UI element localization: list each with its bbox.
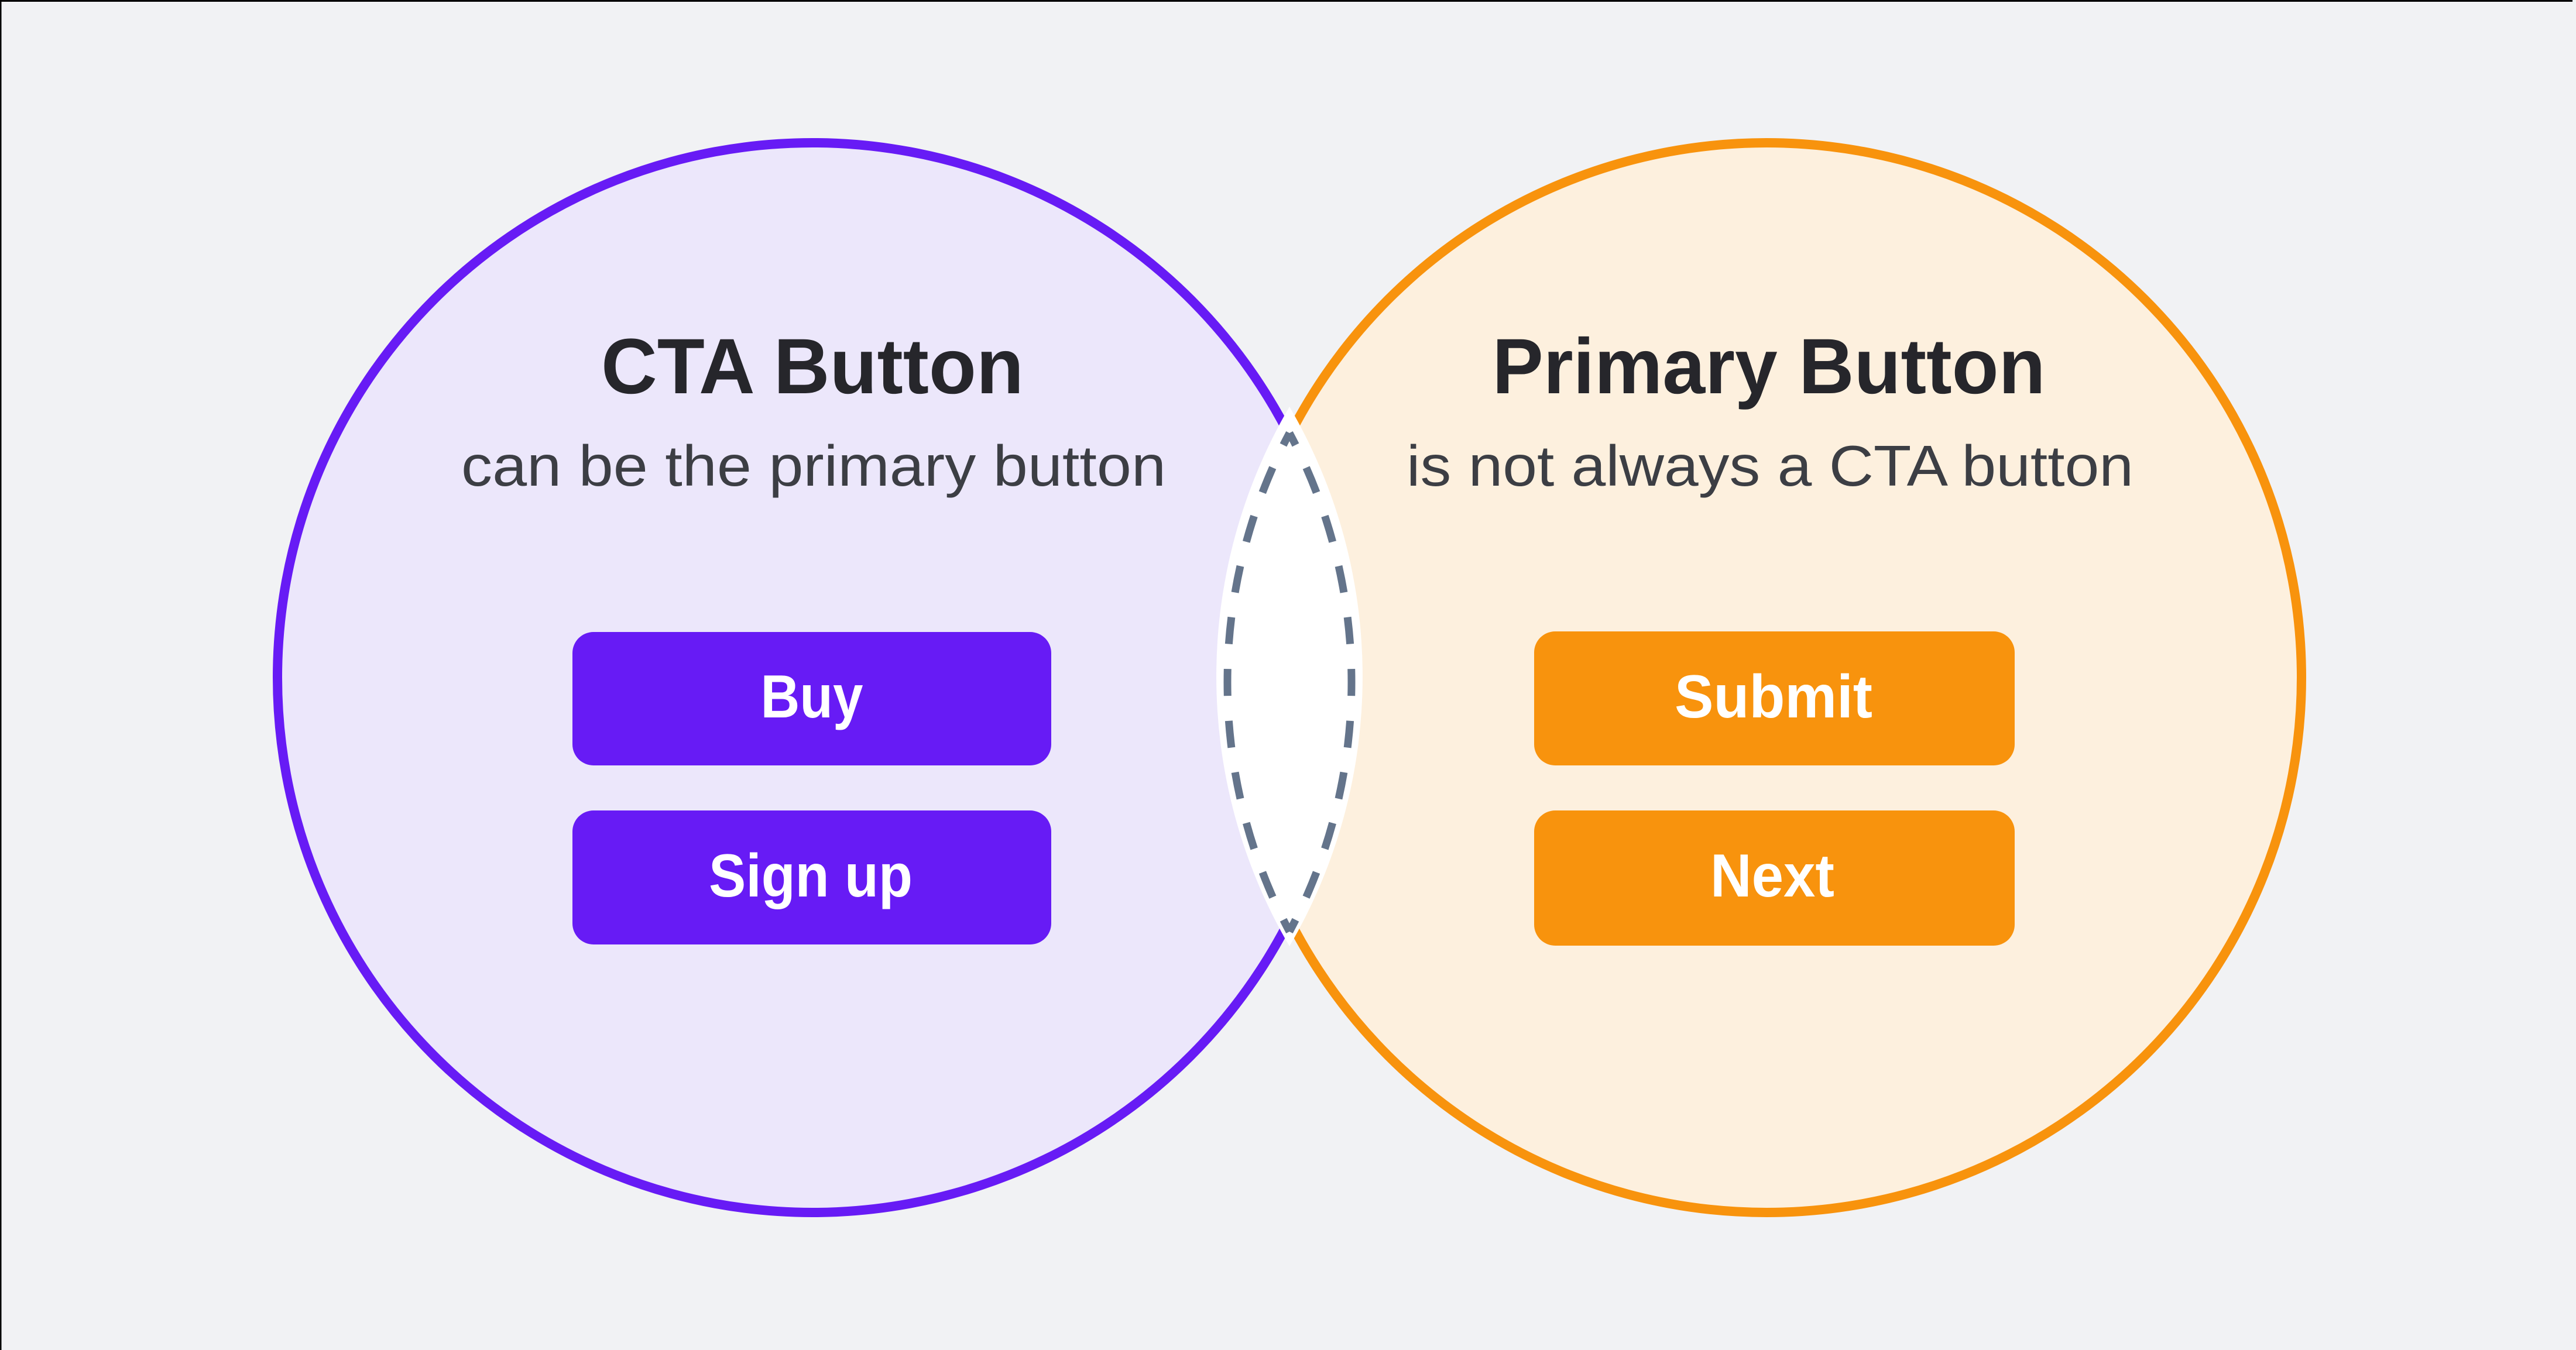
svg-text:Submit: Submit — [1675, 663, 1872, 731]
svg-text:Buy: Buy — [761, 663, 863, 731]
svg-text:Primary Button: Primary Button — [1493, 323, 2046, 410]
svg-text:Sign up: Sign up — [709, 842, 913, 910]
svg-text:can be the primary button: can be the primary button — [461, 434, 1166, 498]
svg-text:CTA Button: CTA Button — [601, 323, 1024, 410]
svg-text:is not always a CTA button: is not always a CTA button — [1407, 434, 2133, 498]
svg-text:Next: Next — [1710, 842, 1834, 910]
